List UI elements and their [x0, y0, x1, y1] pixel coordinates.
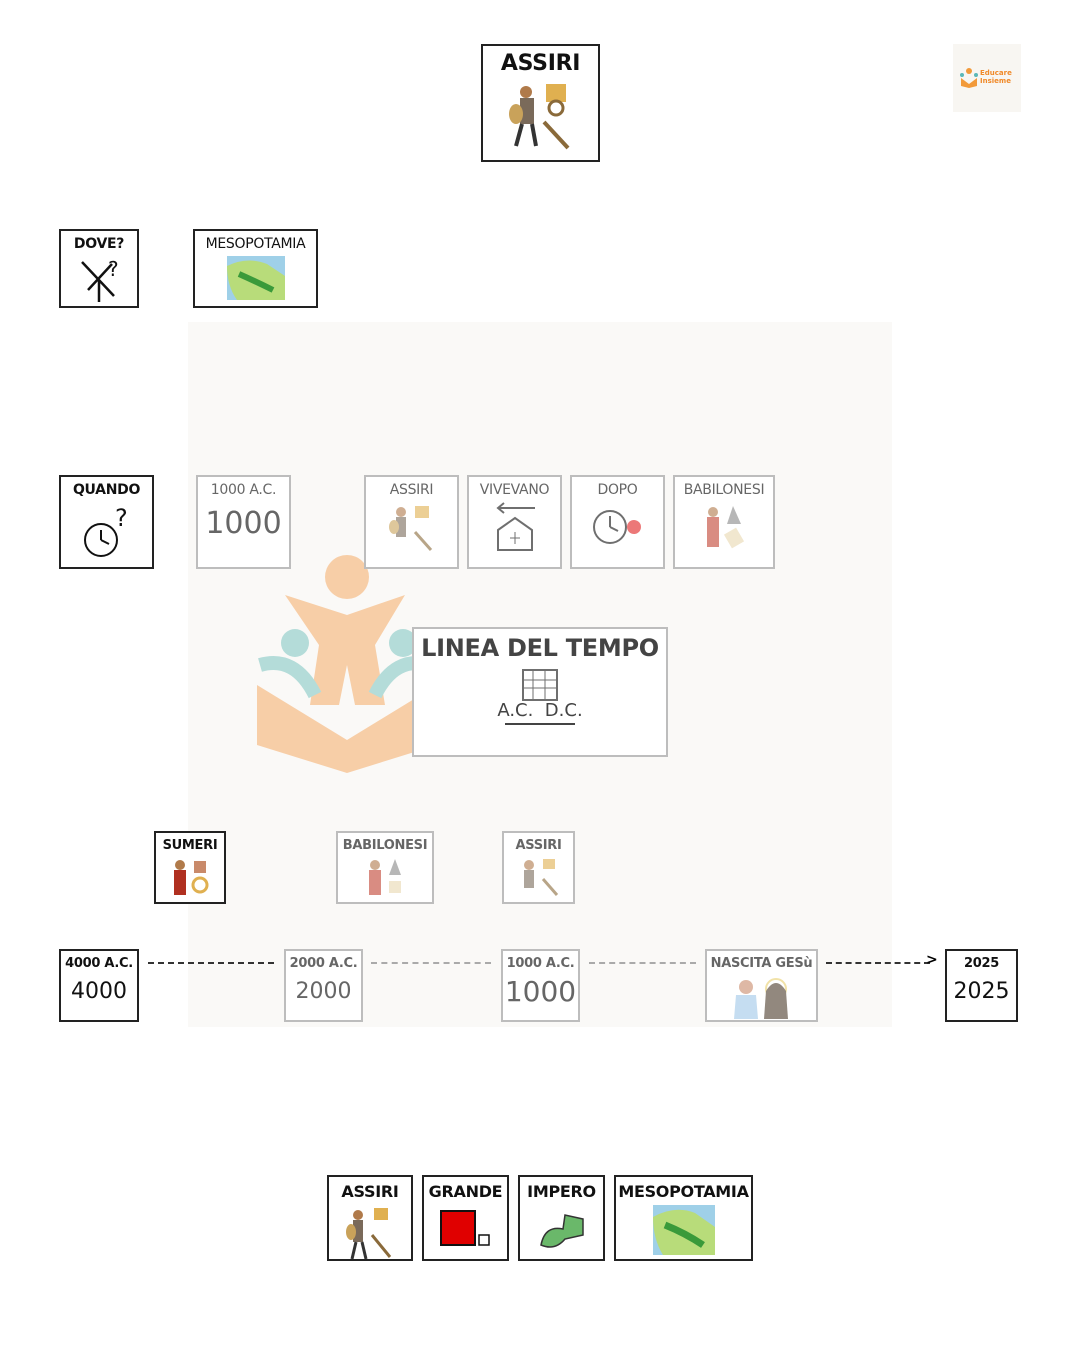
assyrian-warrior-icon	[523, 859, 558, 896]
babylonian-icon	[707, 506, 745, 549]
when-question-card: QUANDO ?	[59, 475, 154, 569]
timeline-card-2000: 2000 A.C. 2000	[284, 949, 363, 1022]
mesopotamia-card: MESOPOTAMIA	[193, 229, 318, 308]
empire-territory-icon	[539, 1214, 584, 1248]
timeline-dash	[589, 962, 696, 964]
timeline-card-nascita-gesu: NASCITA GESù	[705, 949, 818, 1022]
big-square-icon	[439, 1210, 490, 1246]
house-arrow-icon	[495, 502, 535, 551]
timeline-line	[505, 723, 575, 725]
timeline-dash	[148, 962, 274, 964]
assyrian-warrior-icon	[508, 84, 569, 150]
sentence-mesopotamia-card: MESOPOTAMIA	[614, 1175, 753, 1261]
ac-label: A.C.	[497, 700, 534, 721]
timeline-arrow	[826, 962, 930, 964]
mesopotamia-map-icon	[652, 1205, 715, 1255]
linea-del-tempo-card: LINEA DEL TEMPO A.C. D.C.	[412, 627, 668, 757]
timeline-card-2025: 2025 2025	[945, 949, 1018, 1022]
compass-arrows-icon: ?	[81, 257, 119, 302]
calendar-icon	[522, 669, 558, 701]
sumeri-card: SUMERI	[154, 831, 226, 904]
assiri-civ-card: ASSIRI	[502, 831, 575, 904]
babilonesi-civ-card: BABILONESI	[336, 831, 434, 904]
logo-icon	[960, 68, 978, 88]
assyrian-warrior-icon	[346, 1208, 392, 1260]
sentence-grande-card: GRANDE	[422, 1175, 509, 1261]
vivevano-card: VIVEVANO	[467, 475, 562, 569]
sentence-impero-card: IMPERO	[518, 1175, 605, 1261]
dc-label: D.C.	[544, 700, 583, 721]
mesopotamia-map-icon	[226, 256, 285, 300]
where-question-card: DOVE? ?	[59, 229, 139, 308]
svg-text:?: ?	[108, 257, 119, 281]
svg-text:?: ?	[115, 504, 128, 532]
assyrian-warrior-icon	[388, 506, 432, 551]
nativity-icon	[733, 978, 788, 1019]
babylonian-icon	[369, 859, 401, 895]
timeline-dash	[371, 962, 491, 964]
dopo-card: DOPO	[570, 475, 665, 569]
arrow-head-icon: >	[926, 952, 938, 968]
timeline-card-1000: 1000 A.C. 1000	[501, 949, 580, 1022]
babilonesi-card: BABILONESI	[673, 475, 775, 569]
sumerian-icon	[174, 860, 209, 895]
date-card-1000: 1000 A.C. 1000	[196, 475, 291, 569]
timeline-card-4000: 4000 A.C. 4000	[59, 949, 139, 1022]
title-card-assiri: ASSIRI	[481, 44, 600, 162]
sentence-assiri-card: ASSIRI	[327, 1175, 413, 1261]
educare-logo: Educare Insieme	[953, 44, 1021, 112]
clock-question-icon: ?	[83, 504, 128, 557]
assiri-card: ASSIRI	[364, 475, 459, 569]
clock-after-icon	[592, 510, 641, 544]
